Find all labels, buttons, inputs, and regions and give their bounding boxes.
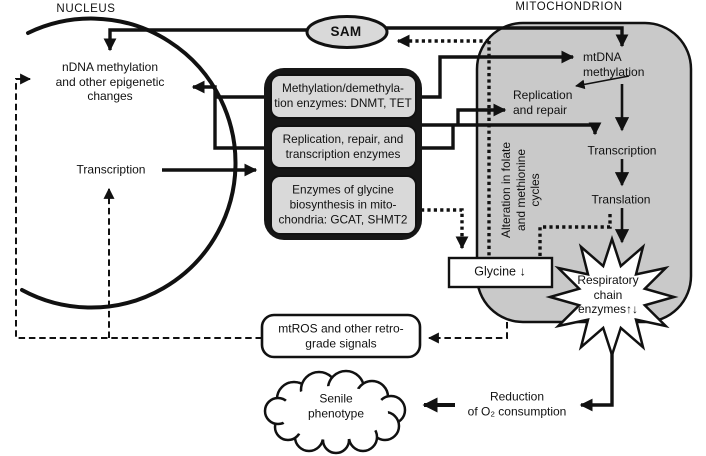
glycine-label: Glycine ↓ — [474, 264, 526, 279]
enzyme-box-replication — [270, 125, 417, 169]
transcription-nucleus-label: Transcription — [76, 162, 146, 177]
transcription-mito-label: Transcription — [587, 143, 657, 158]
translation-label: Translation — [591, 192, 651, 207]
nucleus-title: NUCLEUS — [56, 2, 116, 15]
arrow-respiratory-to-reduction — [579, 340, 614, 412]
glycine-box — [447, 256, 554, 289]
dashed-arrow-mito-to-mtros — [427, 322, 508, 344]
line-replication-box-stub — [420, 126, 455, 150]
enzyme-box-glycine-label: Enzymes of glycine biosynthesis in mito-… — [278, 182, 408, 227]
nucleus-membrane-arc — [20, 16, 238, 310]
mtros-box — [260, 313, 422, 359]
reduction-o2-label: Reduction of O₂ consumption — [467, 389, 567, 418]
sam-label: SAM — [330, 23, 362, 39]
enzyme-box-glycine — [270, 175, 417, 235]
arrow-sam-to-mtdna — [385, 26, 629, 48]
replication-repair-label: Replication and repair — [513, 88, 573, 117]
arrow-enzymes-to-mtdna-methylation — [420, 50, 575, 99]
arrow-enzymes-to-mito-transcription — [420, 122, 602, 136]
dashed-arrow-mtros-to-ndna — [15, 73, 262, 339]
mitochondrion-body — [475, 21, 693, 324]
enzyme-box-methylation-label: Methylation/demethyla- tion enzymes: DNM… — [274, 80, 412, 110]
respiratory-chain-label: Respiratory chain enzymes↑↓ — [577, 273, 639, 317]
folate-cycles-label: Alteration in folate and methionine cycl… — [499, 141, 543, 239]
mtros-label: mtROS and other retro- grade signals — [278, 321, 404, 350]
enzyme-box-methylation — [270, 74, 417, 119]
mitochondrion-title: MITOCHONDRION — [515, 0, 623, 13]
senile-phenotype-label: Senile phenotype — [307, 391, 365, 420]
enzyme-box-replication-label: Replication, repair, and transcription e… — [282, 131, 404, 161]
sam-ellipse — [305, 15, 389, 49]
dotted-arrow-glycine-enzymes-to-glycine — [421, 208, 469, 250]
arrow-enzymes-to-replication-repair — [456, 103, 507, 124]
respiratory-chain-starburst — [545, 234, 679, 360]
senile-cloud — [263, 369, 407, 455]
ndna-methylation-label: nDNA methylation and other epigenetic ch… — [55, 60, 165, 104]
arrow-sam-to-ndna — [103, 28, 309, 52]
arrow-enzymes-to-ndna — [191, 80, 266, 150]
dotted-link-translation-glycine — [538, 214, 612, 256]
mtdna-methylation-label: mtDNA methylation — [583, 50, 645, 79]
arrow-mtdna-to-replication-repair — [575, 75, 630, 90]
